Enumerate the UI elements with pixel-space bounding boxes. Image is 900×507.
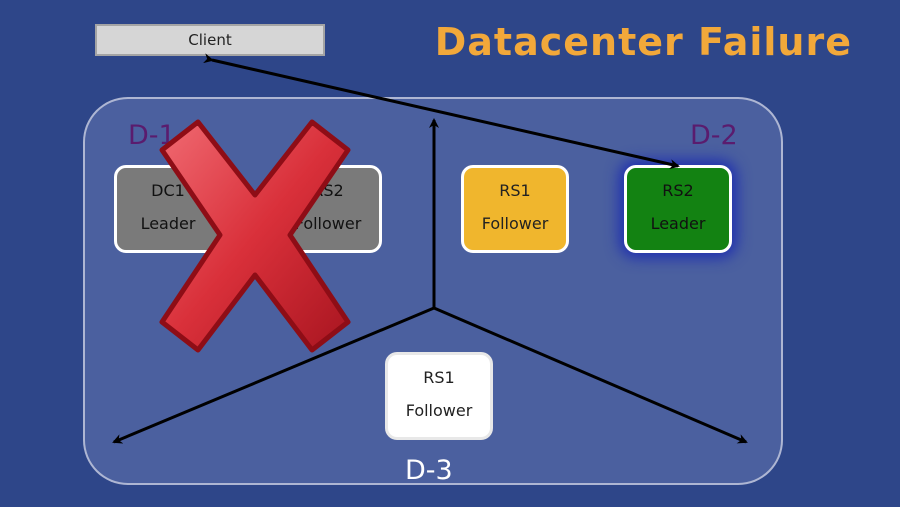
- node-name: RS1: [499, 181, 531, 200]
- node-role: Follower: [294, 214, 362, 233]
- node-role: Leader: [650, 214, 706, 233]
- connector-left: [112, 306, 435, 444]
- red-x-cross-icon: [159, 119, 351, 353]
- client-leader-connector: [203, 53, 680, 170]
- datacenter-label-d3: D-3: [405, 455, 453, 486]
- datacenter-label-d2: D-2: [690, 120, 738, 151]
- node-name: DC1: [151, 181, 185, 200]
- node-name: RS2: [662, 181, 694, 200]
- node-role: Leader: [140, 214, 196, 233]
- client-box: Client: [95, 24, 325, 56]
- node-role: Follower: [405, 401, 473, 420]
- node-d2-leader: RS2 Leader: [624, 165, 732, 253]
- node-d3-follower: RS1 Follower: [385, 352, 493, 440]
- connector-right: [433, 306, 748, 444]
- node-name: RS1: [423, 368, 455, 387]
- node-role: Follower: [481, 214, 549, 233]
